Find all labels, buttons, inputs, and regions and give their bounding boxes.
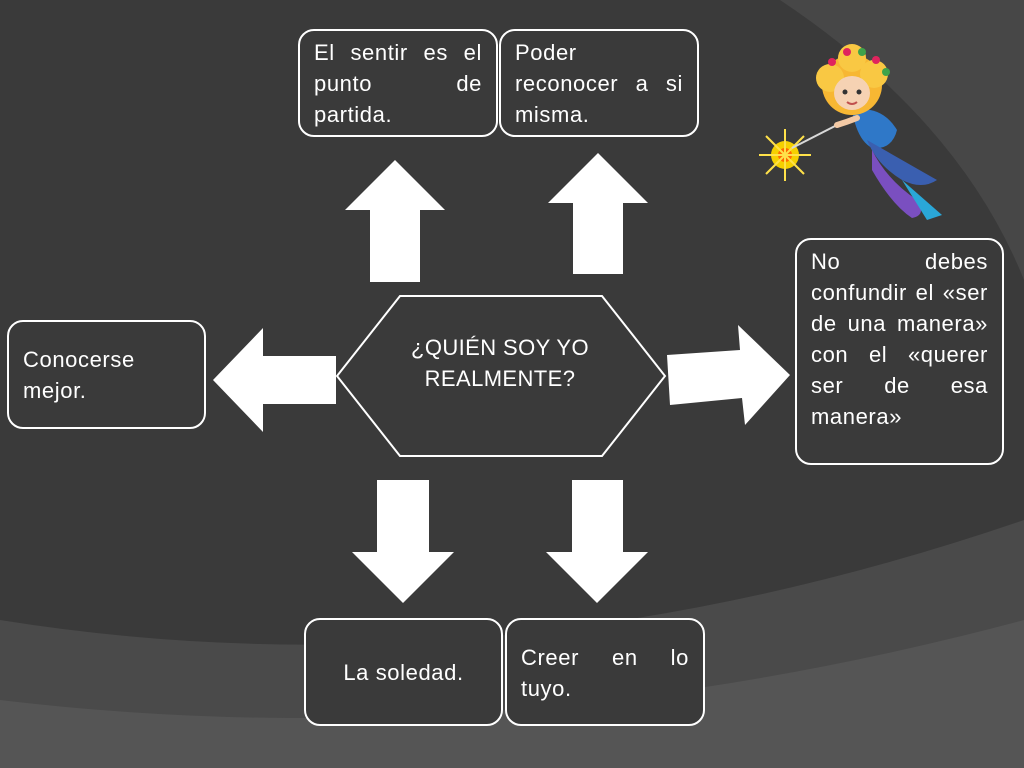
arrow-down-right bbox=[546, 480, 648, 603]
arrow-up-right bbox=[548, 153, 648, 274]
box-right: No debes confundir el «ser de una manera… bbox=[795, 238, 1004, 465]
box-top-right: Poder reconocer a si misma. bbox=[499, 29, 699, 137]
arrow-right bbox=[667, 325, 790, 425]
arrow-left bbox=[213, 328, 336, 432]
box-left: Conocerse mejor. bbox=[7, 320, 206, 429]
box-bottom-right: Creer en lo tuyo. bbox=[505, 618, 705, 726]
center-question: ¿QUIÉN SOY YO REALMENTE? bbox=[411, 335, 589, 391]
box-top-left: El sentir es el punto de partida. bbox=[298, 29, 498, 137]
box-bottom-left: La soledad. bbox=[304, 618, 503, 726]
arrow-down-left bbox=[352, 480, 454, 603]
fairy-with-wand-icon bbox=[759, 44, 942, 220]
center-hexagon bbox=[335, 295, 667, 457]
arrow-up-left bbox=[345, 160, 445, 282]
